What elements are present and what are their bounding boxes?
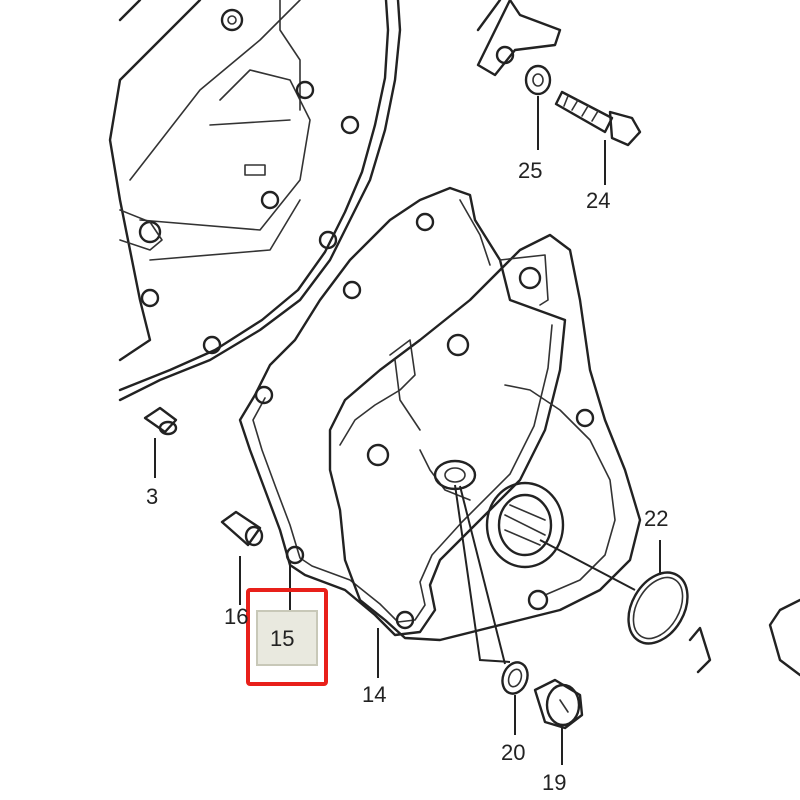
part-label-25[interactable]: 25	[518, 158, 543, 183]
part-label-24[interactable]: 24	[586, 188, 611, 213]
leader-lines	[154, 96, 661, 765]
plug-bolt	[533, 678, 584, 730]
dowel-pin-16	[220, 510, 264, 547]
washer-top	[524, 64, 552, 96]
part-label-19[interactable]: 19	[542, 770, 567, 795]
washer	[501, 661, 529, 695]
part-label-3[interactable]: 3	[146, 484, 159, 509]
bracket	[476, 0, 562, 77]
plug-edge	[688, 598, 800, 677]
bolt	[554, 90, 642, 147]
part-label-15[interactable]: 15	[270, 626, 295, 651]
crankcase-outline	[108, 0, 402, 402]
generator-cover	[328, 233, 642, 642]
part-label-16[interactable]: 16	[224, 604, 249, 629]
highlight-box[interactable]	[246, 588, 328, 686]
highlight-fill	[256, 610, 318, 666]
part-label-22[interactable]: 22	[644, 506, 669, 531]
o-ring	[627, 571, 689, 645]
dowel-pin	[143, 406, 178, 436]
part-label-14[interactable]: 14	[362, 682, 387, 707]
part-label-20[interactable]: 20	[501, 740, 526, 765]
